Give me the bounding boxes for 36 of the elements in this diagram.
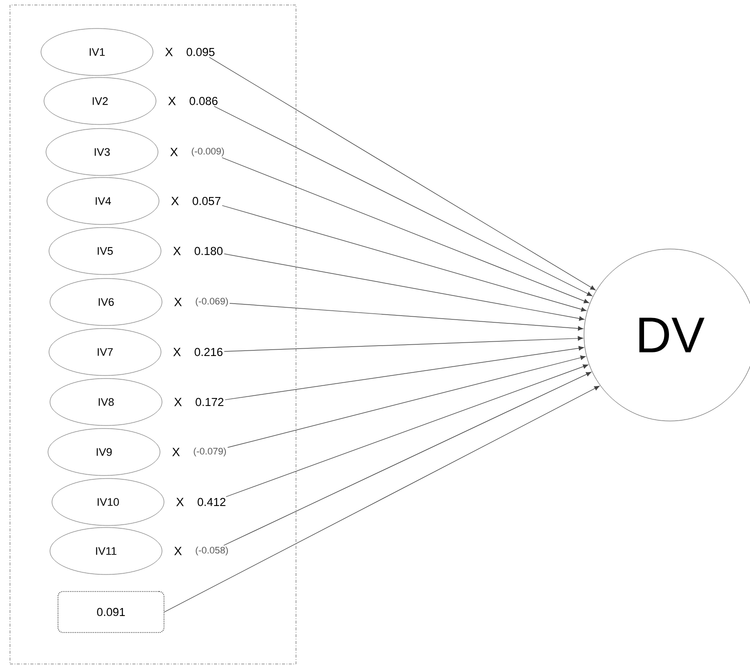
dashed-frame (10, 4, 296, 664)
coefficient-text: 0.057 (192, 196, 220, 206)
coefficient-text: 0.086 (190, 96, 218, 106)
multiplication-sign: X (170, 148, 178, 156)
arrow (223, 372, 592, 546)
coefficient-text: 0.180 (194, 246, 223, 256)
arrow (209, 56, 596, 290)
coefficient-text: 0.412 (198, 498, 226, 506)
arrow (222, 157, 590, 304)
arrow (224, 346, 584, 400)
multiplication-sign: X (174, 546, 182, 556)
multiplication-sign: X (171, 196, 179, 206)
arrow (229, 302, 584, 331)
arrow (214, 106, 592, 296)
arrow (224, 254, 584, 321)
multiplication-sign: X (176, 498, 184, 506)
multiplication-sign: X (173, 246, 181, 256)
coefficient-text: 0.095 (186, 48, 214, 56)
multiplication-sign: X (168, 96, 176, 106)
coefficient-text: (-0.069) (196, 298, 228, 306)
coefficient-text: 0.172 (196, 398, 224, 406)
coefficient-text: (-0.079) (194, 448, 226, 456)
arrow (224, 336, 584, 352)
coefficient-text: (-0.009) (192, 148, 224, 156)
arrow (227, 355, 586, 448)
constant-box: 0.091 (58, 591, 164, 633)
coefficient-text: 0.216 (194, 348, 222, 356)
multiplication-sign: X (172, 448, 180, 456)
coefficient-text: (-0.058) (196, 546, 228, 556)
arrow (226, 364, 588, 498)
multiplication-sign: X (173, 348, 181, 356)
multiplication-sign: X (174, 398, 182, 406)
multiplication-sign: X (165, 48, 173, 56)
arrow (164, 386, 600, 612)
multiplication-sign: X (174, 298, 182, 306)
arrow (222, 205, 586, 312)
